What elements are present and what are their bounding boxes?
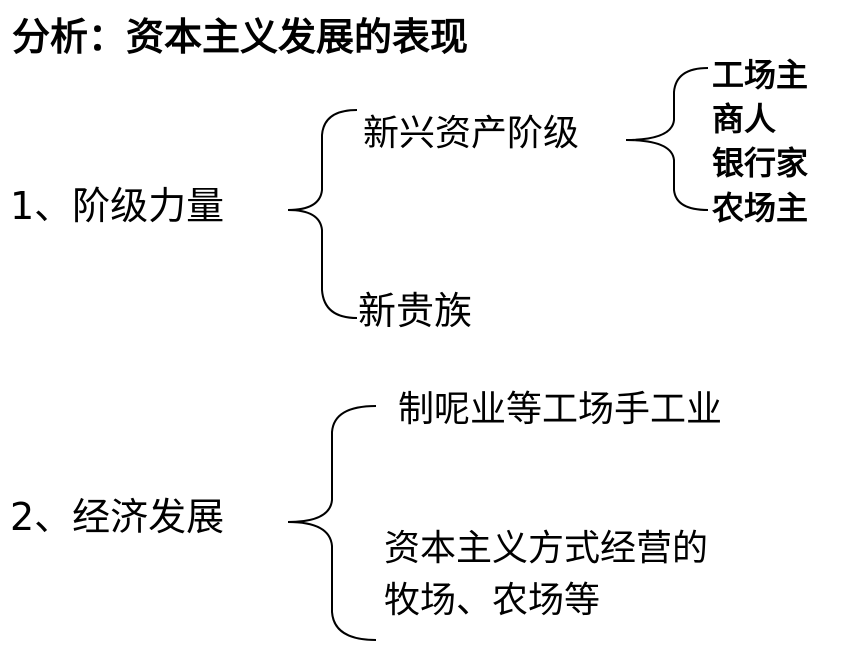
sub-item-workshop-owner: 工场主 (712, 56, 809, 94)
sub-item-banker: 银行家 (712, 144, 809, 182)
branch-capitalist-operation-line1: 资本主义方式经营的 (384, 528, 709, 569)
sub-item-farm-owner: 农场主 (712, 189, 809, 227)
page-title: 分析：资本主义发展的表现 (12, 15, 469, 59)
brace-bourgeoisie (625, 67, 709, 211)
brace-class-forces (287, 109, 358, 319)
brace-economic-development (287, 405, 377, 641)
branch-new-bourgeoisie: 新兴资产阶级 (363, 113, 580, 154)
economic-development-label: 2、经济发展 (10, 495, 225, 539)
branch-woolen-manufacture: 制呢业等工场手工业 (398, 389, 723, 430)
class-forces-label: 1、阶级力量 (10, 184, 225, 228)
branch-capitalist-operation-line2: 牧场、农场等 (384, 580, 601, 621)
sub-item-merchant: 商人 (712, 100, 777, 138)
branch-new-nobility: 新贵族 (358, 289, 473, 333)
